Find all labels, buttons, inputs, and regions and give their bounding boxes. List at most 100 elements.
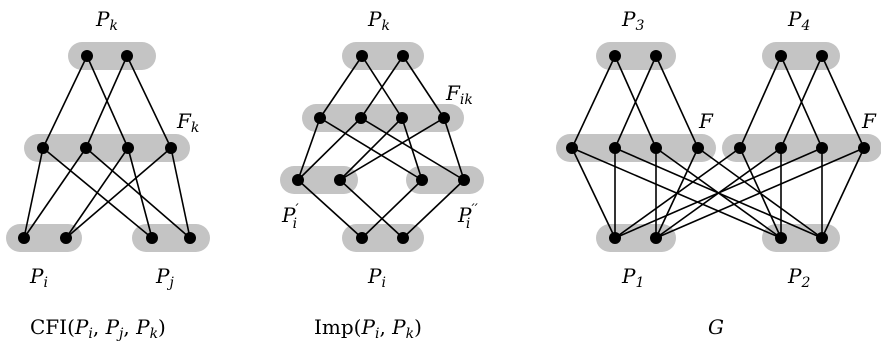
imp-caption: Imp(Pi, Pk) — [314, 315, 422, 342]
imp-node — [292, 174, 304, 186]
cfi-label-pj: Pj — [155, 264, 174, 291]
imp-edge — [402, 55, 445, 119]
g-edge — [655, 55, 699, 149]
g-groups — [556, 42, 881, 252]
g-node — [609, 50, 621, 62]
g-label-p3: P3 — [621, 7, 644, 34]
cfi-node — [146, 232, 158, 244]
imp-edge — [339, 179, 404, 239]
g-edge — [821, 147, 865, 239]
g-node — [734, 142, 746, 154]
imp-edge — [401, 117, 423, 181]
imp-nodes — [292, 50, 470, 244]
imp-groups — [280, 42, 484, 252]
cfi-node — [184, 232, 196, 244]
imp-edge — [297, 117, 321, 181]
imp-group-pk — [342, 42, 424, 70]
g-edge — [655, 147, 865, 239]
imp-group-pi — [342, 224, 424, 252]
g-edge — [614, 55, 657, 149]
imp-node — [396, 112, 408, 124]
imp-node — [334, 174, 346, 186]
imp-node — [356, 232, 368, 244]
imp-label-fik: Fik — [445, 81, 473, 108]
cfi-diagram: Pk Fk Pi Pj CFI(Pi, Pj, Pk) — [6, 7, 210, 342]
cfi-edge — [23, 147, 44, 239]
cfi-node — [165, 142, 177, 154]
cfi-group-pj — [132, 224, 210, 252]
g-group-p4 — [762, 42, 840, 70]
cfi-edge — [127, 147, 153, 239]
cfi-node — [37, 142, 49, 154]
cfi-label-pk: Pk — [95, 7, 118, 34]
cfi-edge — [170, 147, 191, 239]
g-label-p4: P4 — [787, 7, 810, 34]
cfi-edge — [85, 147, 191, 239]
g-caption: G — [708, 315, 724, 339]
g-node — [858, 142, 870, 154]
cfi-label-fk: Fk — [176, 109, 199, 136]
g-node — [775, 232, 787, 244]
cfi-node — [121, 50, 133, 62]
cfi-edge — [42, 55, 88, 149]
imp-group-pi2 — [406, 166, 484, 194]
cfi-edge — [85, 55, 128, 149]
g-node — [775, 50, 787, 62]
imp-edge — [339, 117, 403, 181]
g-edge — [780, 55, 823, 149]
imp-edge — [443, 117, 465, 181]
imp-edge — [297, 117, 362, 181]
cfi-edge — [65, 147, 172, 239]
imp-node — [438, 112, 450, 124]
cfi-caption: CFI(Pi, Pj, Pk) — [30, 315, 166, 342]
g-label-f-right: F — [861, 109, 877, 133]
imp-edge — [360, 55, 404, 119]
imp-node — [397, 232, 409, 244]
imp-label-pi-double-prime: P′′i — [457, 202, 479, 232]
imp-label-pi-prime: P′i — [281, 202, 299, 232]
g-edge — [739, 55, 782, 149]
g-node — [609, 142, 621, 154]
imp-edge — [339, 117, 445, 181]
imp-edge — [319, 55, 363, 119]
imp-group-pi1 — [280, 166, 358, 194]
g-edge — [571, 147, 616, 239]
g-edge — [821, 55, 865, 149]
g-group-f-right — [722, 134, 881, 162]
imp-node — [458, 174, 470, 186]
g-node — [775, 142, 787, 154]
g-node — [816, 50, 828, 62]
imp-edge — [402, 179, 465, 239]
g-edges — [571, 55, 865, 239]
cfi-edge — [126, 55, 172, 149]
g-label-p1: P1 — [621, 264, 644, 291]
g-node — [816, 142, 828, 154]
imp-node — [356, 50, 368, 62]
imp-node — [314, 112, 326, 124]
cfi-group-fk — [24, 134, 190, 162]
cfi-edges — [23, 55, 191, 239]
imp-edge — [297, 179, 363, 239]
g-node — [816, 232, 828, 244]
cfi-node — [18, 232, 30, 244]
cfi-node — [60, 232, 72, 244]
g-group-f-left — [556, 134, 716, 162]
g-group-p3 — [596, 42, 676, 70]
g-node — [650, 142, 662, 154]
cfi-nodes — [18, 50, 196, 244]
g-label-f-left: F — [698, 109, 714, 133]
imp-group-fik — [302, 104, 464, 132]
imp-diagram: Pk Fik P′i P′′i Pi Imp(Pi, Pk) — [280, 7, 484, 342]
g-edge — [571, 55, 616, 149]
g-nodes — [566, 50, 870, 244]
imp-label-pi: Pi — [367, 264, 386, 291]
g-node — [650, 50, 662, 62]
g-node — [650, 232, 662, 244]
cfi-node — [80, 142, 92, 154]
imp-node — [355, 112, 367, 124]
g-node — [692, 142, 704, 154]
imp-node — [416, 174, 428, 186]
g-edge — [614, 147, 741, 239]
imp-edge — [361, 179, 423, 239]
cfi-edge — [86, 55, 129, 149]
